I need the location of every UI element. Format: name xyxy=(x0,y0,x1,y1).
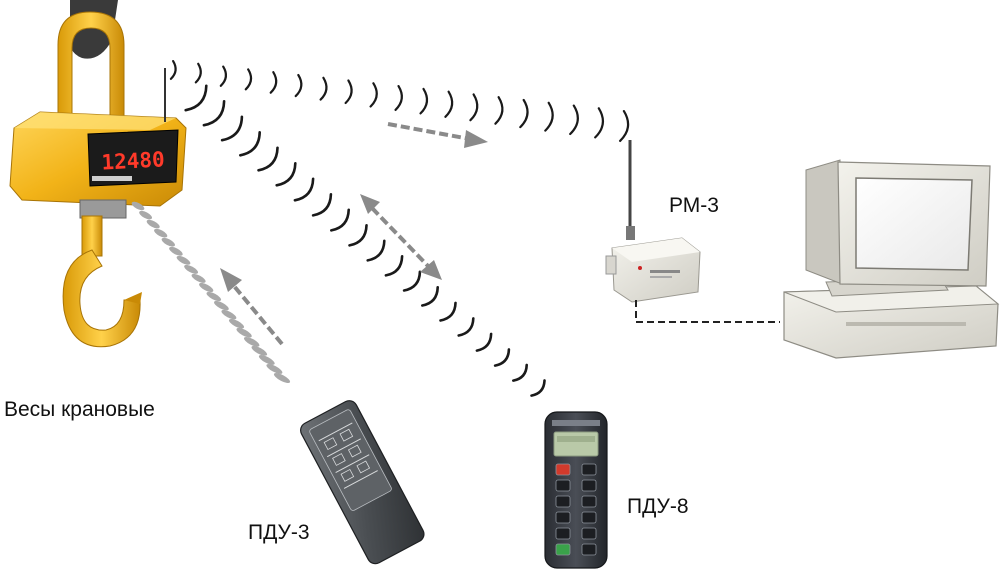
signal-arc xyxy=(366,239,386,262)
signal-dot xyxy=(161,237,175,247)
signal-arc xyxy=(220,115,244,142)
label-crane-scale: Весы крановые xyxy=(4,398,155,421)
signal-dot xyxy=(139,210,153,220)
label-receiver: РМ-3 xyxy=(669,194,719,217)
signal-arc xyxy=(421,286,439,307)
signal-dot xyxy=(184,264,199,274)
signal-dot xyxy=(169,246,183,256)
label-remote-8: ПДУ-8 xyxy=(627,495,689,518)
signal-arc xyxy=(311,193,333,217)
remote-8-key xyxy=(581,479,597,492)
signal-waves-to-remote-8 xyxy=(184,84,546,397)
remote-8-lcd xyxy=(553,431,599,457)
receiver-module xyxy=(605,140,780,323)
signal-dot xyxy=(251,345,268,356)
signal-arc xyxy=(419,87,429,115)
remote-8-key xyxy=(581,495,597,508)
signal-arc xyxy=(519,98,529,129)
signal-arc xyxy=(184,84,208,112)
monitor-screen xyxy=(855,177,973,271)
remote-8 xyxy=(544,411,608,569)
signal-arc xyxy=(569,104,579,136)
signal-dot xyxy=(176,255,191,265)
signal-arc xyxy=(348,224,368,247)
remote-8-key xyxy=(581,463,597,476)
signal-dot xyxy=(191,273,206,283)
signal-arc xyxy=(475,332,493,352)
remote-8-key xyxy=(581,543,597,556)
signal-dot xyxy=(131,201,145,211)
remote-8-key xyxy=(555,495,571,508)
signal-dot xyxy=(266,363,283,374)
signal-arc xyxy=(269,71,278,94)
remote-8-key xyxy=(555,479,571,492)
signal-arc xyxy=(402,270,422,292)
signal-waves-to-receiver xyxy=(169,60,630,142)
remote-8-key xyxy=(581,527,597,540)
signal-dot xyxy=(236,327,252,338)
arrow-remote-3-to-scale xyxy=(220,268,284,346)
signal-arc xyxy=(619,110,630,142)
signal-arc xyxy=(369,82,378,108)
signal-dot xyxy=(258,354,275,365)
remote-3 xyxy=(300,400,425,565)
signal-arc xyxy=(330,208,350,232)
signal-dot xyxy=(221,309,237,320)
signal-arc xyxy=(544,101,554,132)
signal-arc xyxy=(257,146,279,172)
signal-dot xyxy=(228,318,245,329)
signal-dots-to-remote-3 xyxy=(131,201,291,383)
signal-dot xyxy=(243,336,260,347)
signal-arc xyxy=(294,73,303,98)
signal-arc xyxy=(511,363,528,382)
arrow-to-receiver xyxy=(387,122,488,148)
signal-arc xyxy=(169,60,177,80)
signal-arc xyxy=(319,76,328,101)
signal-arc xyxy=(444,90,454,118)
signal-arc xyxy=(469,93,479,122)
signal-dot xyxy=(199,282,214,293)
signal-arc xyxy=(202,100,226,127)
signal-arc xyxy=(275,162,297,187)
signal-dot xyxy=(154,228,168,238)
crane-scale: 12480 xyxy=(9,0,187,348)
shackle xyxy=(57,11,125,121)
signal-arc xyxy=(457,317,475,337)
signal-dot xyxy=(146,219,160,229)
signal-arc xyxy=(194,62,202,84)
signal-arc xyxy=(219,65,228,87)
arrow-scale-remote-8 xyxy=(360,194,442,280)
signal-dot xyxy=(206,291,222,302)
signal-arc xyxy=(293,177,315,202)
remote-8-key xyxy=(555,543,571,556)
signal-arc xyxy=(384,255,404,277)
computer xyxy=(783,159,1000,359)
scale-neck xyxy=(79,199,127,219)
label-remote-3: ПДУ-3 xyxy=(248,521,310,544)
remote-8-key xyxy=(581,511,597,524)
remote-8-key xyxy=(555,527,571,540)
signal-arc xyxy=(239,131,261,157)
signal-arc xyxy=(494,96,504,125)
signal-dot xyxy=(273,373,291,383)
signal-arc xyxy=(439,301,457,322)
signal-arc xyxy=(493,348,511,367)
receiver-cable xyxy=(635,300,780,323)
remote-8-key xyxy=(555,463,571,476)
signal-arc xyxy=(244,68,253,91)
signal-arc xyxy=(394,85,403,111)
remote-8-keypad xyxy=(555,463,597,556)
signal-arc xyxy=(594,107,604,139)
remote-8-key xyxy=(555,511,571,524)
scale-display-reading: 12480 xyxy=(101,147,165,174)
signal-dot xyxy=(214,300,229,311)
scale-display-panel xyxy=(87,129,179,187)
signal-arc xyxy=(530,379,546,397)
signal-arc xyxy=(344,79,353,105)
